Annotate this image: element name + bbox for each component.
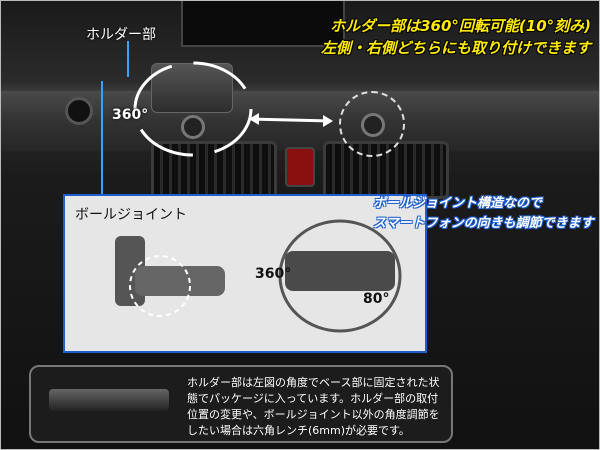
mount-bolt-left [181, 115, 205, 139]
headline-line1: ホルダー部は360°回転可能(10°刻み) [330, 17, 591, 35]
rotation-ring [278, 219, 402, 333]
ball-joint-circle [129, 255, 191, 317]
callout-line-inset [101, 81, 103, 241]
arrow-head-right [323, 115, 333, 127]
inset-80-label: 80° [363, 291, 390, 307]
navigation-screen [181, 1, 345, 47]
holder-body [285, 251, 395, 291]
double-arrow [250, 117, 332, 123]
rotation-360-label: 360° [112, 107, 149, 123]
package-note-box: ホルダー部は左図の角度でベース部に固定された状態でパッケージに入っています。ホル… [29, 365, 453, 443]
mount-position-circle [339, 91, 405, 157]
ball-joint-illustration [115, 219, 402, 333]
callout-line-holder [127, 41, 129, 77]
holder-part-label: ホルダー部 [86, 27, 156, 43]
ball-joint-note: ボールジョイント構造なので スマートフォンの向きも調節できます [373, 194, 594, 234]
ball-joint-note-line1: ボールジョイント構造なので [373, 196, 543, 211]
holder-part [151, 63, 233, 113]
ball-joint-label: ボールジョイント [75, 207, 187, 223]
ball-joint-note-line2: スマートフォンの向きも調節できます [373, 216, 594, 231]
rotation-arrow-ring [133, 61, 253, 157]
arrow-head-left [249, 113, 259, 125]
inset-360-label: 360° [255, 266, 292, 282]
dashboard-knob [65, 97, 93, 125]
package-note-text: ホルダー部は左図の角度でベース部に固定された状態でパッケージに入っています。ホル… [187, 376, 440, 437]
hazard-button [285, 147, 315, 187]
clip-arm [135, 266, 225, 296]
holder-part-image [49, 389, 169, 411]
ball-joint-inset: ボールジョイント 360° 80° [63, 194, 427, 353]
headline: ホルダー部は360°回転可能(10°刻み) 左側・右側どちらにも取り付けできます [321, 15, 591, 59]
headline-line2: 左側・右側どちらにも取り付けできます [320, 39, 591, 57]
